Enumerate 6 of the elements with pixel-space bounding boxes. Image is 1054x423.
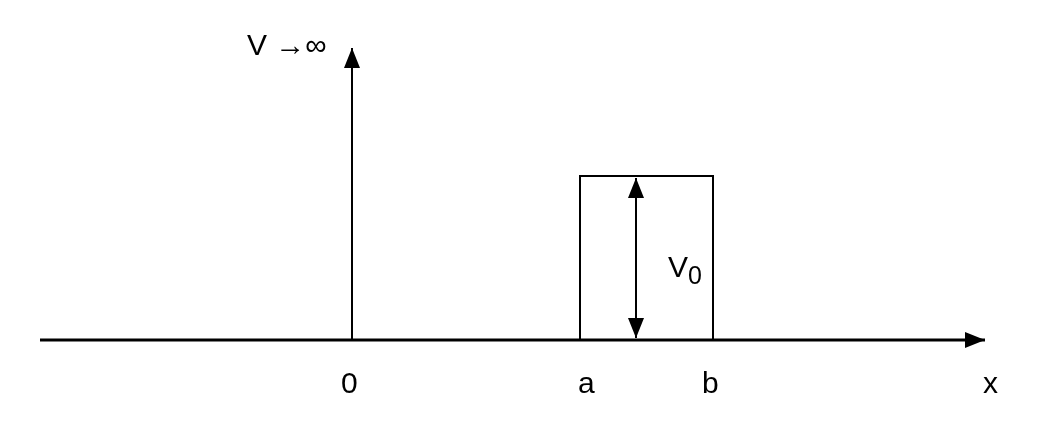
tick-label: 0 xyxy=(341,368,358,398)
tick-label: b xyxy=(702,368,719,398)
barrier-height-label: V$_{0}$ xyxy=(668,252,702,288)
axis-label: x xyxy=(983,368,998,398)
axis-label: V →∞ xyxy=(247,30,327,60)
tick-label: a xyxy=(578,368,595,398)
